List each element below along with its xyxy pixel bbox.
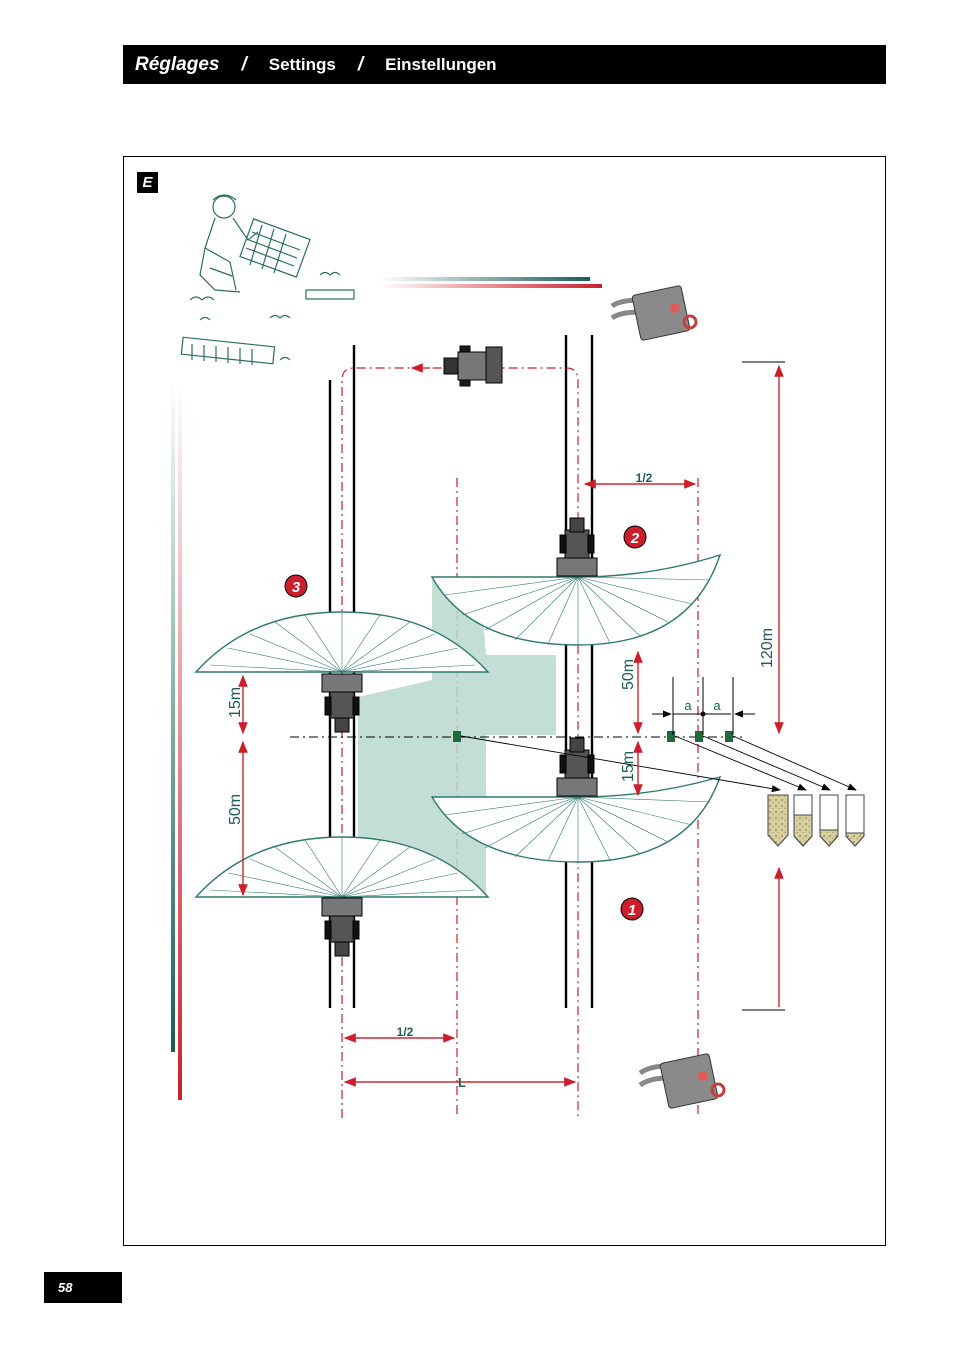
pass-badge-3: 3	[284, 574, 308, 598]
gradient-bar-horizontal-teal	[380, 277, 590, 281]
label-spacing-a2: a	[713, 698, 721, 713]
tractor-pass-3-upper	[321, 673, 363, 733]
header-title-de: Einstellungen	[385, 54, 497, 74]
pass-badge-1: 1	[620, 897, 644, 921]
tractor-pass-3-lower	[321, 897, 363, 957]
label-15m-right: 15m	[620, 751, 637, 782]
header-title-en: Settings	[268, 54, 336, 74]
gradient-bar-vertical-teal	[171, 380, 175, 1052]
label-120m: 120m	[759, 628, 776, 668]
tray-to-tube-arrows	[460, 735, 857, 793]
pass-label-2: 2	[630, 530, 640, 547]
spread-fan-pass-2	[430, 553, 722, 646]
dimension-lines	[238, 364, 784, 1087]
tractor-top	[443, 345, 503, 387]
figure-frame	[123, 156, 886, 1246]
label-15m-left: 15m	[227, 687, 244, 718]
spread-fan-pass-3-upper	[194, 611, 490, 673]
pass-label-1: 1	[628, 902, 636, 919]
header-title-fr: Réglages	[135, 53, 220, 75]
label-spacing-a1: a	[684, 698, 692, 713]
tractor-pass-2	[556, 517, 598, 577]
dimension-ticks	[672, 361, 785, 1011]
header-separator-2: /	[357, 53, 364, 75]
gradient-bar-vertical-red	[178, 380, 182, 1100]
test-tubes	[767, 794, 865, 847]
label-half-top: 1/2	[636, 471, 653, 485]
label-50m-left: 50m	[227, 794, 244, 825]
spacing-center-dot	[700, 711, 706, 717]
spread-fan-pass-3-lower	[194, 836, 490, 898]
tractor-pass-1	[556, 737, 598, 797]
header-separator: /	[241, 53, 247, 75]
label-width-L: L	[458, 1075, 466, 1090]
control-box-bottom	[638, 1053, 726, 1109]
spread-fan-pass-1	[430, 775, 722, 863]
page-number: 58	[44, 1272, 122, 1303]
header-bar: Réglages / Settings / Einstellungen	[123, 45, 886, 84]
label-50m-right: 50m	[620, 659, 637, 690]
pass-label-3: 3	[292, 579, 301, 596]
farmer-illustration	[180, 194, 355, 365]
control-box-top	[610, 285, 698, 341]
label-half-bottom: 1/2	[397, 1025, 414, 1039]
collection-trays	[453, 731, 733, 742]
figure-tag: E	[137, 172, 158, 193]
gradient-bar-horizontal-red	[380, 284, 602, 288]
pass-badge-2: 2	[623, 525, 647, 549]
